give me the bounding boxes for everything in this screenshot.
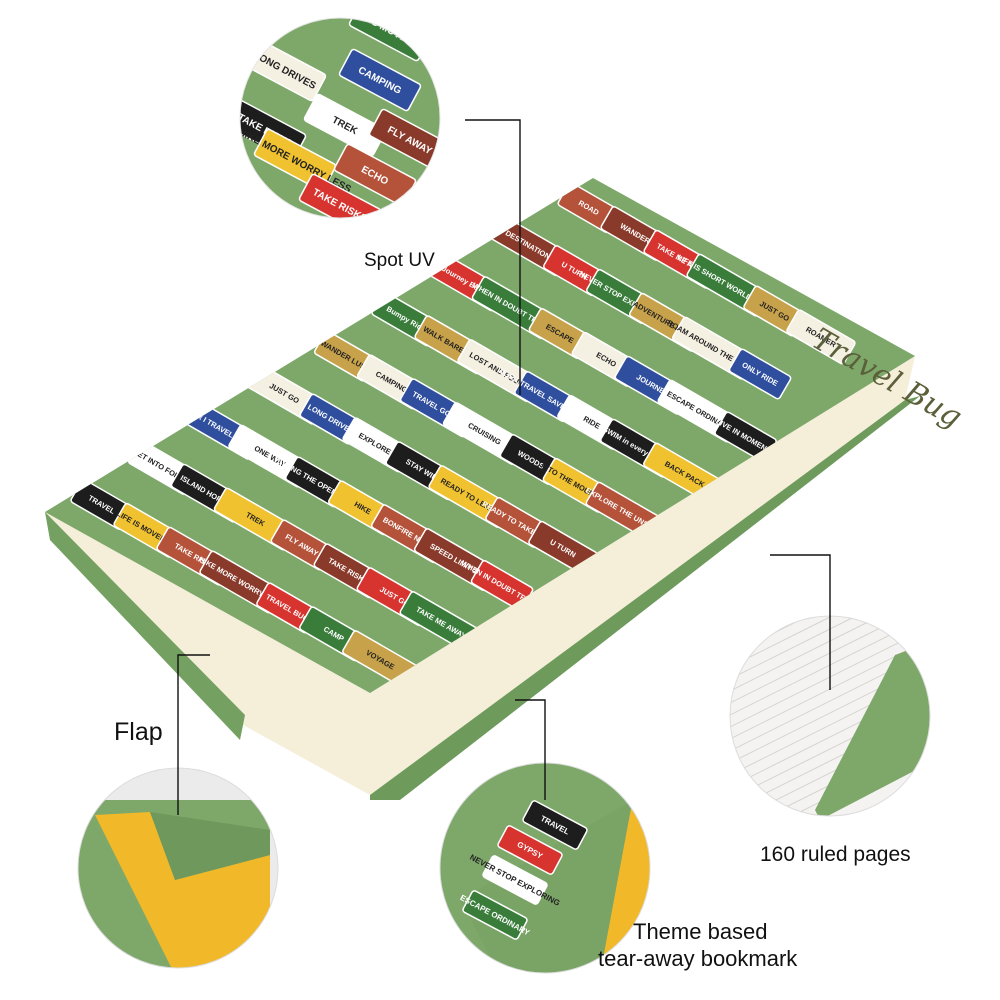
ruled-pages-zoom bbox=[729, 615, 931, 817]
bookmark-label-line1: Theme based bbox=[633, 919, 768, 944]
bookmark-sticker: TRAVEL bbox=[522, 800, 588, 850]
cover-sticker: FLY AWAY bbox=[270, 519, 334, 571]
page-block bbox=[45, 356, 915, 795]
cover-sticker: VOYAGE bbox=[342, 630, 419, 690]
cover-sticker: JUST GO bbox=[743, 285, 806, 337]
flap-leader bbox=[177, 654, 210, 815]
uv-sticker: TREK bbox=[303, 93, 387, 157]
ruled-line bbox=[730, 643, 921, 745]
ruled-line bbox=[730, 616, 921, 673]
ruled-line bbox=[730, 616, 921, 697]
ruled-pages-label: 160 ruled pages bbox=[760, 843, 911, 866]
ruled-pages-leader bbox=[770, 554, 831, 690]
flap-label: Flap bbox=[114, 718, 163, 746]
back-cover-edge bbox=[370, 396, 920, 800]
cover-sticker: WOODS bbox=[499, 434, 563, 485]
bookmark-leader bbox=[515, 699, 546, 800]
spine bbox=[45, 512, 245, 740]
spot-uv-label: Spot UV bbox=[364, 250, 435, 271]
spot-uv-leader bbox=[465, 119, 521, 395]
cover-sticker: ONLY RIDE bbox=[728, 348, 792, 400]
ruled-line bbox=[730, 631, 921, 733]
ruled-line bbox=[730, 619, 921, 721]
flap-zoom bbox=[77, 767, 279, 969]
cover-sticker: ESCAPE bbox=[528, 308, 592, 359]
bookmark-label-line2: tear-away bookmark bbox=[598, 946, 798, 971]
ruled-line bbox=[730, 616, 921, 685]
cover-sticker: U TURN bbox=[528, 520, 598, 576]
cover-sticker: ROAMER bbox=[786, 309, 856, 365]
bookmark-sticker: GYPSY bbox=[497, 825, 563, 875]
